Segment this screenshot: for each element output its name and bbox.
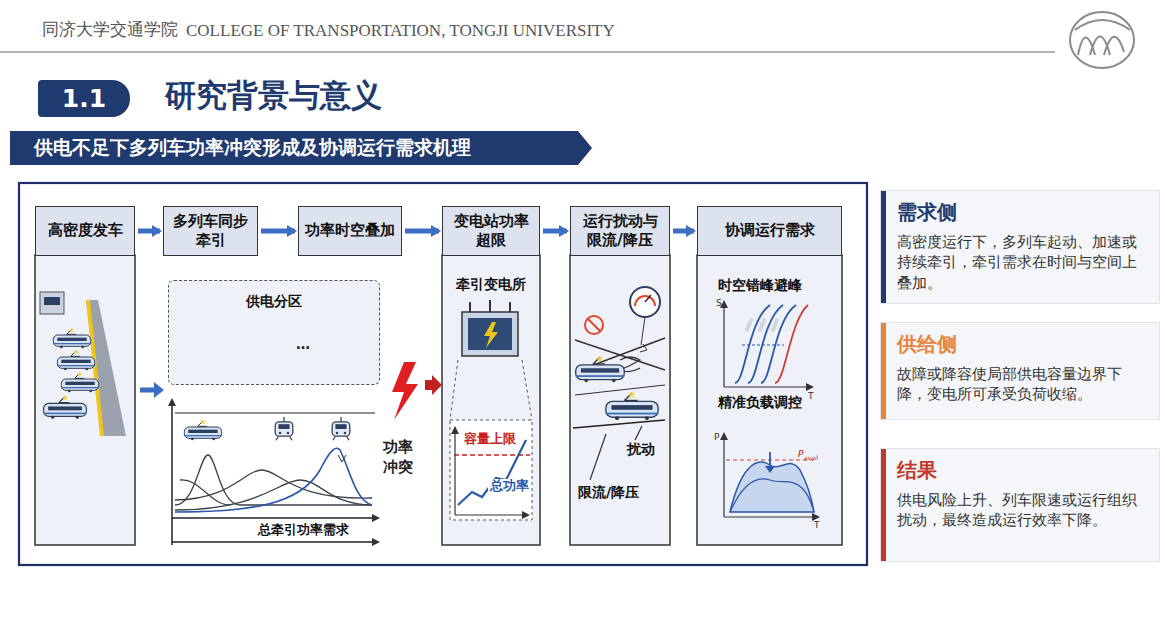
annotation-label: 精准负载调控	[718, 394, 802, 410]
panel-heading: 结果	[897, 457, 1147, 484]
panel-body: 高密度运行下，多列车起动、加速或持续牵引，牵引需求在时间与空间上叠加。	[897, 232, 1147, 293]
dashed-zone: 供电分区	[168, 280, 380, 385]
process-box: 运行扰动与限流/降压	[570, 206, 670, 256]
annotation-label: avail	[804, 455, 818, 462]
annotation-label: T	[808, 391, 814, 401]
process-box: 变电站功率超限	[442, 206, 540, 256]
annotation-label: P	[714, 432, 719, 442]
flow-arrow	[261, 229, 295, 234]
note-panel: 结果供电风险上升、列车限速或运行组织扰动，最终造成运行效率下降。	[880, 448, 1160, 562]
annotation-label: 总功率	[488, 479, 531, 494]
annotation-label: 限流/降压	[578, 484, 639, 500]
annotation-label: 功率冲突	[383, 438, 417, 477]
node-label: 多列车同步牵引	[170, 212, 251, 251]
annotation-label: T	[814, 520, 820, 530]
process-box: 多列车同步牵引	[163, 206, 258, 256]
panel-heading: 需求侧	[897, 199, 1147, 226]
slide-title: 研究背景与意义	[165, 78, 382, 114]
annotation-label: 同济大学交通学院	[42, 20, 178, 40]
flow-arrow	[138, 229, 160, 234]
node-label: 运行扰动与限流/降压	[577, 212, 663, 251]
accent-bar	[881, 323, 886, 419]
node-label: 供电不足下多列车功率冲突形成及协调运行需求机理	[34, 135, 471, 161]
flow-arrow	[673, 229, 694, 234]
annotation-label: 容量上限	[462, 432, 518, 447]
annotation-label: 时空错峰避峰	[718, 277, 802, 293]
accent-bar	[881, 449, 886, 561]
node-label: 供电分区	[169, 293, 379, 311]
annotation-label: COLLEGE OF TRANSPORTATION, TONGJI UNIVER…	[186, 21, 615, 41]
panel-body: 供电风险上升、列车限速或运行组织扰动，最终造成运行效率下降。	[897, 490, 1147, 531]
annotation-label: 牵引变电所	[456, 276, 526, 292]
panel-heading: 供给侧	[897, 331, 1147, 358]
note-panel: 供给侧故障或降容使局部供电容量边界下降，变电所可承受负荷收缩。	[880, 322, 1160, 420]
section-number-tab: 1.1	[38, 80, 130, 117]
process-box: 协调运行需求	[697, 206, 842, 256]
process-box: 功率时空叠加	[298, 206, 402, 256]
flow-arrow	[405, 229, 439, 234]
annotation-label: P	[798, 449, 803, 459]
node-label: 协调运行需求	[725, 221, 815, 241]
panel-body: 故障或降容使局部供电容量边界下降，变电所可承受负荷收缩。	[897, 364, 1147, 405]
section-banner: 供电不足下多列车功率冲突形成及协调运行需求机理	[10, 131, 592, 165]
banner-arrow	[10, 131, 592, 165]
note-panel: 需求侧高密度运行下，多列车起动、加速或持续牵引，牵引需求在时间与空间上叠加。	[880, 190, 1160, 304]
annotation-label: …	[296, 336, 310, 352]
process-box: 高密度发车	[35, 206, 135, 256]
node-label: 变电站功率超限	[449, 212, 533, 251]
annotation-label: 总牵引功率需求	[258, 523, 349, 538]
annotation-label: S	[716, 298, 722, 308]
node-label: 功率时空叠加	[305, 221, 395, 241]
node-label: 高密度发车	[48, 221, 123, 241]
accent-bar	[881, 191, 886, 303]
annotation-label: 扰动	[627, 441, 655, 457]
flow-arrow	[543, 229, 567, 234]
node-label: 1.1	[62, 84, 106, 113]
